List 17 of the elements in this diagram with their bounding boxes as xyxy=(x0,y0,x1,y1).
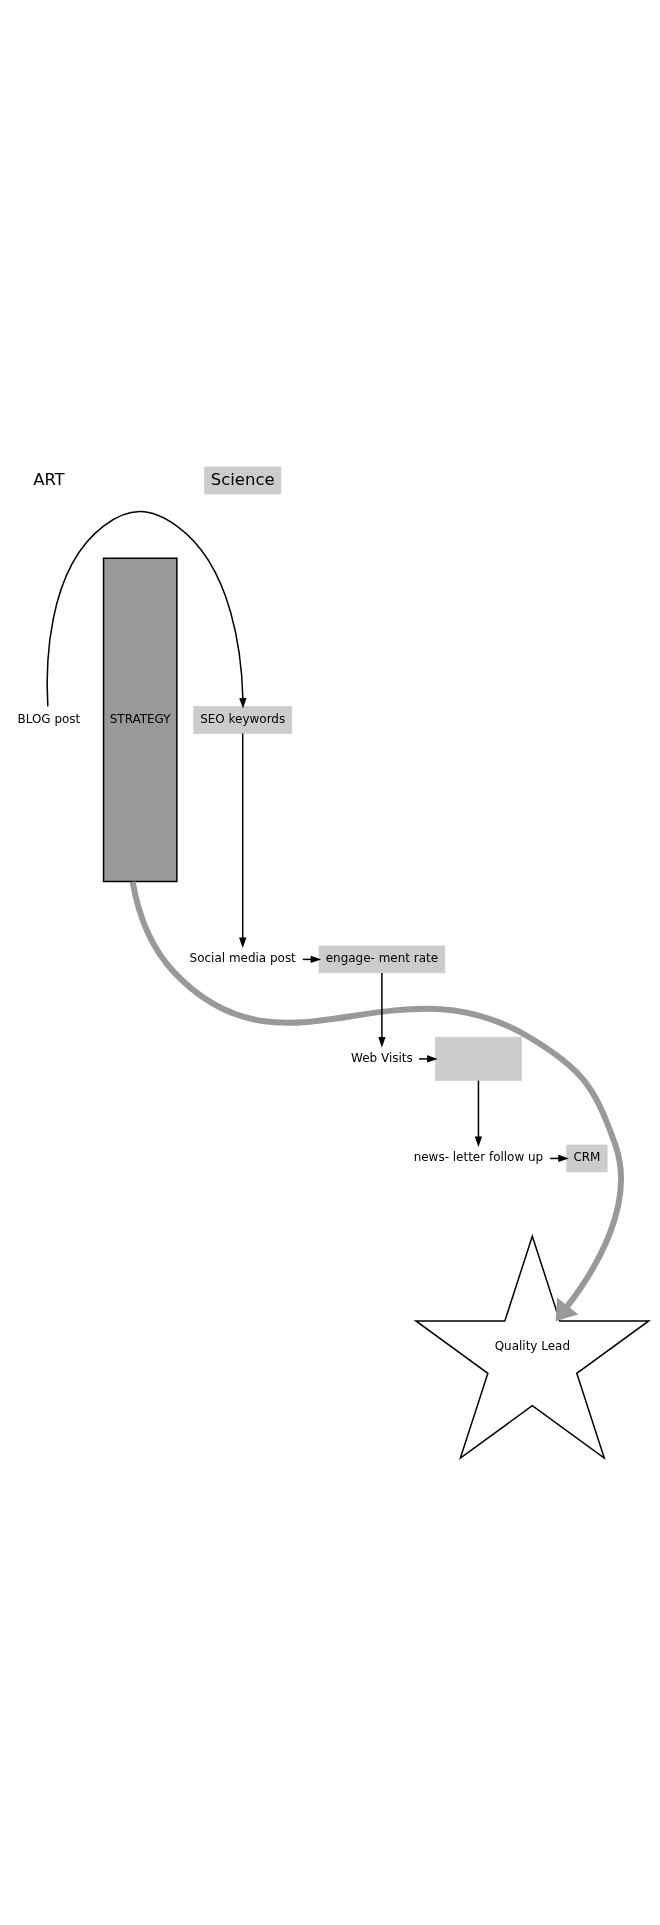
arrow xyxy=(378,972,386,1048)
node-text: news- letter follow up xyxy=(413,1150,544,1165)
arrow xyxy=(418,1055,438,1063)
node-text: Social media post xyxy=(189,951,296,966)
node-text: Web Visits xyxy=(351,1050,413,1065)
arrow xyxy=(474,1079,483,1148)
node-box xyxy=(435,1036,522,1081)
label: ART xyxy=(33,469,65,489)
node-box: CRM xyxy=(566,1144,608,1173)
arrow xyxy=(46,510,247,709)
node-box: engage- ment rate xyxy=(318,945,446,974)
arrow xyxy=(129,881,624,1322)
node-box: STRATEGY xyxy=(102,557,178,883)
label: Science xyxy=(210,469,275,489)
node-box: SEO keywords xyxy=(193,706,293,734)
node-text: BLOG post xyxy=(17,711,81,726)
arrow xyxy=(239,732,247,949)
